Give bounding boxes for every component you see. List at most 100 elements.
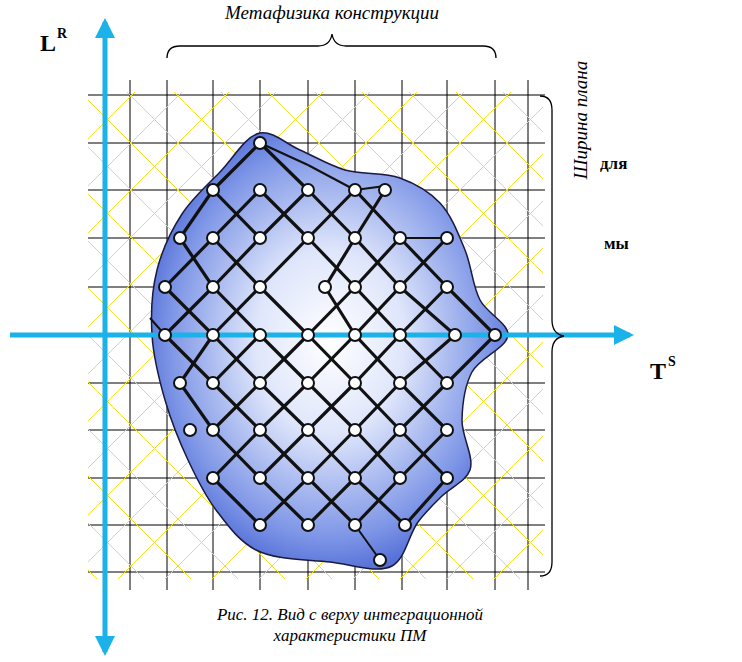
node-circle xyxy=(349,472,361,484)
node-link xyxy=(308,190,355,238)
node-circle xyxy=(207,424,219,436)
node-link xyxy=(260,335,308,383)
node-circle xyxy=(489,329,501,341)
node-link xyxy=(213,383,260,430)
node-link xyxy=(400,287,447,335)
node-circle xyxy=(207,232,219,244)
figure-caption: Рис. 12. Вид с верху интеграционной хара… xyxy=(190,604,510,647)
node-link xyxy=(308,383,355,430)
node-link xyxy=(355,190,385,238)
node-link xyxy=(165,287,213,335)
node-circle xyxy=(394,377,406,389)
axis-name: L xyxy=(40,30,56,57)
node-link xyxy=(447,335,495,383)
node-circle xyxy=(349,281,361,293)
node-link xyxy=(400,430,447,478)
node-link xyxy=(355,478,405,525)
node-link xyxy=(260,430,308,478)
node-circle xyxy=(441,424,453,436)
node-link xyxy=(355,335,400,383)
node-circle xyxy=(449,329,461,341)
node-link xyxy=(260,430,308,478)
axis-title: Метафизика конструкции xyxy=(225,2,439,24)
axis-name: T xyxy=(650,358,666,385)
node-link xyxy=(213,238,260,287)
node-link xyxy=(308,190,355,238)
integration-region xyxy=(152,133,509,569)
node-circle xyxy=(254,232,266,244)
node-link xyxy=(260,190,308,238)
node-circle xyxy=(394,472,406,484)
node-circle xyxy=(159,281,171,293)
node-link xyxy=(308,478,355,525)
node-link xyxy=(165,335,213,383)
node-circles xyxy=(159,137,501,566)
node-link xyxy=(213,190,260,238)
node-circle xyxy=(207,281,219,293)
node-circle xyxy=(174,377,186,389)
node-circle xyxy=(254,424,266,436)
node-circle xyxy=(302,377,314,389)
node-circle xyxy=(159,329,171,341)
node-link xyxy=(213,238,260,287)
node-link xyxy=(308,430,355,478)
node-circle xyxy=(319,281,331,293)
node-links xyxy=(150,143,495,560)
node-link xyxy=(213,287,260,335)
node-circle xyxy=(254,329,266,341)
node-link xyxy=(308,165,355,190)
node-link xyxy=(213,335,260,383)
node-circle xyxy=(207,184,219,196)
node-link xyxy=(213,383,260,430)
node-link xyxy=(400,335,455,383)
node-circle xyxy=(254,472,266,484)
node-circle xyxy=(184,424,196,436)
node-link xyxy=(260,287,308,335)
node-circle xyxy=(302,232,314,244)
node-link xyxy=(400,383,447,430)
node-circle xyxy=(379,184,391,196)
node-circle xyxy=(302,472,314,484)
node-link xyxy=(355,430,400,478)
node-link xyxy=(260,143,308,165)
node-link xyxy=(355,287,400,335)
axis-ts xyxy=(10,333,630,338)
node-link xyxy=(308,335,355,383)
node-link xyxy=(308,430,355,478)
node-link xyxy=(260,143,308,190)
node-circle xyxy=(349,424,361,436)
node-link xyxy=(355,238,400,287)
node-link xyxy=(213,190,260,238)
node-circle xyxy=(254,377,266,389)
node-link xyxy=(180,383,213,430)
node-link xyxy=(213,143,260,190)
node-circle xyxy=(254,137,266,149)
node-link xyxy=(213,478,260,525)
cut-text: мы xyxy=(604,234,629,254)
node-circle xyxy=(441,377,453,389)
node-circle xyxy=(349,184,361,196)
axis-superscript: R xyxy=(57,26,67,42)
top-brace xyxy=(167,34,496,58)
node-circle xyxy=(254,519,266,531)
node-link xyxy=(165,287,213,335)
node-circle xyxy=(302,184,314,196)
node-circle xyxy=(174,232,186,244)
node-circle xyxy=(394,232,406,244)
node-link xyxy=(400,287,455,335)
axis-superscript: S xyxy=(668,354,676,370)
node-link xyxy=(260,383,308,430)
node-circle xyxy=(394,424,406,436)
node-circle xyxy=(302,424,314,436)
node-link xyxy=(308,335,355,383)
node-link xyxy=(308,287,355,335)
node-circle xyxy=(394,281,406,293)
node-circle xyxy=(302,519,314,531)
node-link xyxy=(180,238,213,287)
node-link xyxy=(355,335,400,383)
node-link xyxy=(325,238,355,287)
node-circle xyxy=(349,519,361,531)
node-circle xyxy=(349,232,361,244)
node-circle xyxy=(254,184,266,196)
